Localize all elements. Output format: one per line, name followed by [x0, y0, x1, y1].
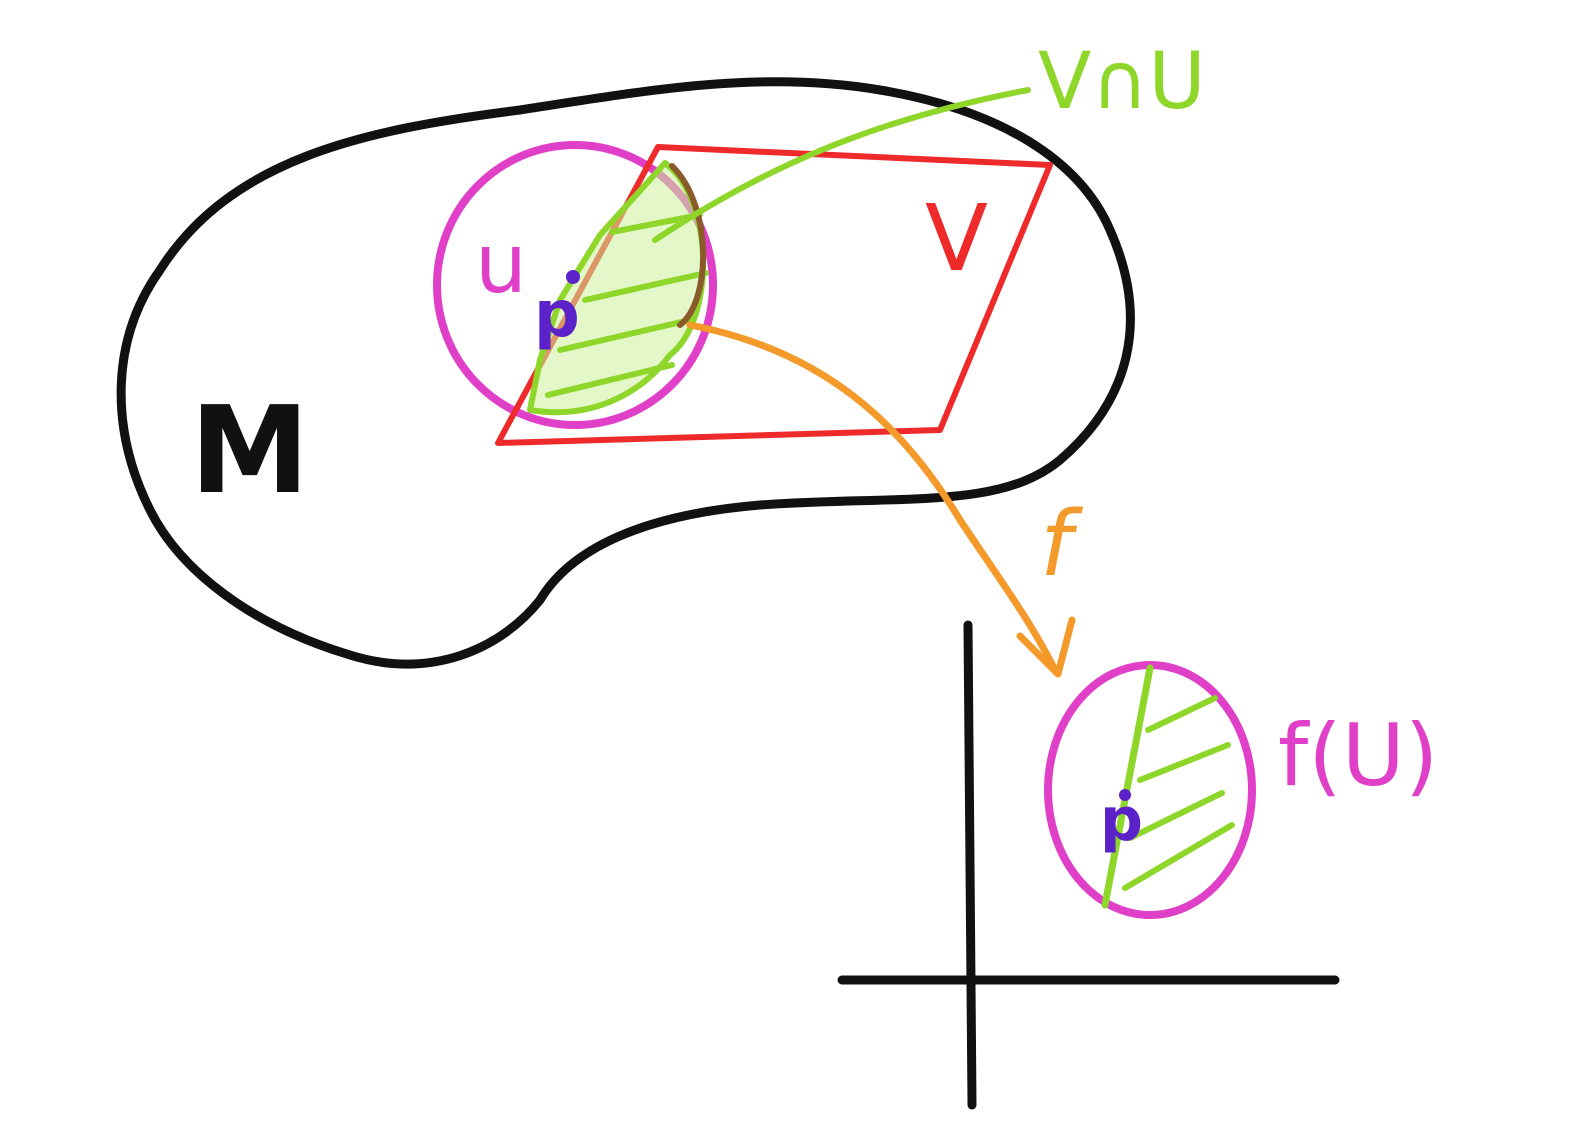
image-point-p-dot	[1119, 789, 1131, 801]
image-f-u-label: f(U)	[1278, 706, 1438, 806]
image-region-hatching	[1122, 695, 1235, 891]
image-point-p-label: p	[1100, 785, 1143, 855]
image-f-u-circle	[1044, 661, 1256, 919]
point-p-dot	[566, 270, 580, 284]
y-axis	[963, 620, 977, 1110]
u-boundary-arc-inside-v	[669, 163, 706, 328]
map-f-arrowhead	[1016, 616, 1076, 678]
manifold-label: M	[190, 382, 309, 521]
manifold-outline	[116, 77, 1135, 669]
map-f-arrow	[686, 321, 1059, 674]
point-p-label: p	[534, 278, 580, 352]
intersection-leader-line	[652, 87, 1031, 243]
open-set-u-circle	[433, 141, 717, 429]
image-region-chord	[1101, 664, 1154, 909]
open-set-v-label: V	[925, 185, 988, 292]
map-f-label: f	[1040, 492, 1084, 597]
intersection-label: V∩U	[1038, 37, 1206, 127]
open-set-u-label: u	[475, 217, 527, 312]
